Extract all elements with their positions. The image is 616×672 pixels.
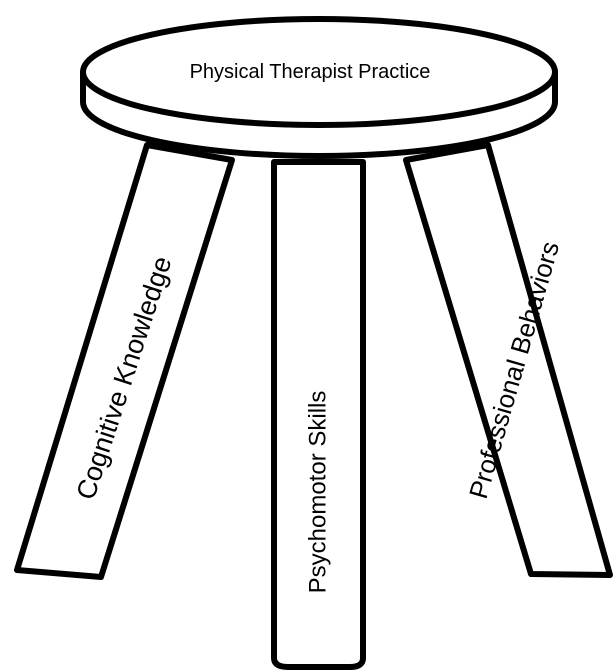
center-leg-label: Psychomotor Skills: [305, 391, 332, 594]
left-leg: Cognitive Knowledge: [17, 145, 232, 577]
center-leg: Psychomotor Skills: [274, 162, 363, 667]
seat-label: Physical Therapist Practice: [190, 61, 431, 83]
right-leg: Professional Behaviors: [406, 145, 610, 575]
stool-seat: Physical Therapist Practice: [83, 19, 555, 156]
